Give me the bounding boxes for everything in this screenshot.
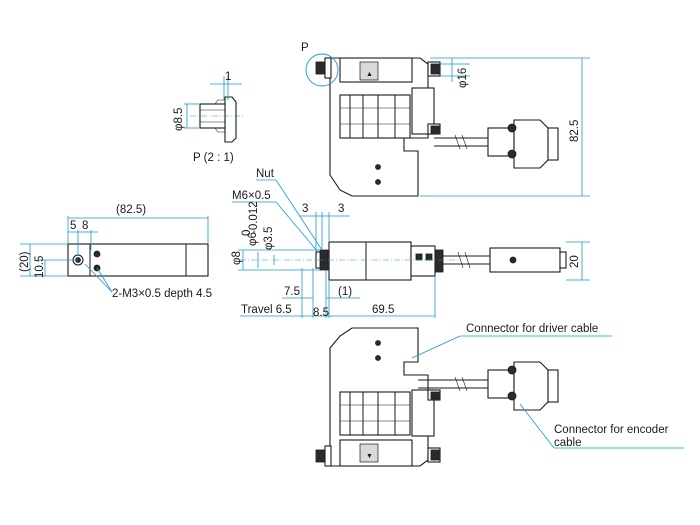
nut-label: Nut bbox=[256, 168, 275, 180]
front-view: 20 Nut M6×0.5 φ8 φ6 0 -0.012 φ3.5 3 3 7.… bbox=[231, 168, 590, 319]
dia35-label: φ3.5 bbox=[263, 227, 275, 250]
dim85-label: 8.5 bbox=[313, 307, 329, 319]
dia6-tol-lower: -0.012 bbox=[248, 201, 260, 234]
top-view: ▲ P φ16 bbox=[301, 42, 590, 197]
switch-marking-bottom: ▼ bbox=[366, 453, 373, 460]
side-height-inner: 10.5 bbox=[34, 256, 46, 278]
dia6-tol-upper: 0 bbox=[241, 230, 253, 236]
height-label: 82.5 bbox=[569, 120, 581, 142]
connector-driver-label: Connector for driver cable bbox=[466, 323, 598, 335]
width-label: 20 bbox=[569, 255, 581, 268]
dia8-label: φ8 bbox=[231, 251, 243, 265]
side-height-outer: (20) bbox=[19, 251, 31, 272]
connector-encoder-label-2: cable bbox=[554, 437, 582, 449]
side-view: (82.5) 5 8 (20) 10.5 2-M3×0.5 depth 4.5 bbox=[19, 204, 212, 300]
side-dim-b: 8 bbox=[82, 220, 88, 232]
detail-marker: P bbox=[301, 42, 309, 54]
connector-encoder-label-1: Connector for encoder bbox=[554, 424, 669, 436]
side-dim-a: 5 bbox=[70, 220, 76, 232]
detail-width-label: 1 bbox=[225, 71, 231, 83]
side-length-label: (82.5) bbox=[116, 204, 146, 216]
detail-p-view: 1 φ8.5 P (2 : 1) bbox=[173, 71, 245, 164]
dia6-label: φ6 bbox=[247, 232, 259, 246]
top-diameter-label: φ16 bbox=[457, 68, 469, 88]
dim3-left: 3 bbox=[302, 203, 308, 215]
thread-label: M6×0.5 bbox=[232, 190, 271, 202]
dim1-label: (1) bbox=[338, 286, 352, 298]
switch-marking: ▲ bbox=[366, 71, 373, 78]
dim75-label: 7.5 bbox=[284, 286, 300, 298]
travel-label: Travel 6.5 bbox=[241, 304, 292, 316]
side-holes-label: 2-M3×0.5 depth 4.5 bbox=[112, 288, 212, 300]
dim695-label: 69.5 bbox=[372, 304, 394, 316]
bottom-view: ▼ Connector for driver cable Connector f… bbox=[315, 323, 684, 467]
dim3-right: 3 bbox=[338, 203, 344, 215]
detail-diameter-label: φ8.5 bbox=[173, 108, 185, 131]
detail-caption: P (2 : 1) bbox=[193, 152, 234, 164]
